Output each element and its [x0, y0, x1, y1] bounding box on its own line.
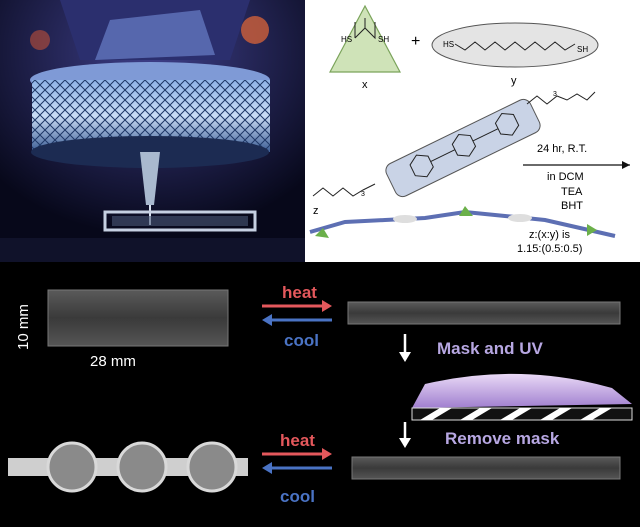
- spacer-subscript-right: 3: [553, 91, 557, 98]
- uv-mask-shape: [412, 373, 632, 408]
- condition-time: 24 hr, R.T.: [537, 143, 587, 155]
- condition-base: TEA: [561, 186, 583, 198]
- mesogen-box: [385, 98, 541, 198]
- heat-label-bottom: heat: [280, 431, 315, 450]
- film-original: [47, 289, 229, 347]
- synthesis-scheme: HS SH x + HS SH y 3 3 z 24 hr, R.T. in D…: [305, 0, 640, 262]
- film-bumpy: [8, 441, 248, 493]
- film-patterned: [351, 456, 621, 480]
- condition-solvent: in DCM: [547, 171, 584, 183]
- monomer-y-label: y: [511, 75, 517, 87]
- cool-label-top: cool: [284, 331, 319, 350]
- thiol-label-left: HS: [341, 35, 352, 44]
- mask-uv-label: Mask and UV: [437, 339, 543, 358]
- film-elongated: [347, 301, 621, 325]
- dithiol-ellipse: [431, 22, 599, 68]
- condition-inhibitor: BHT: [561, 200, 583, 212]
- heat-label-top: heat: [282, 283, 317, 302]
- plus-sign: +: [411, 33, 420, 50]
- thiol-label-right: SH: [378, 35, 389, 44]
- remove-mask-label: Remove mask: [445, 429, 560, 448]
- ratio-line-1: z:(x:y) is: [529, 229, 570, 241]
- cool-label-bottom: cool: [280, 487, 315, 506]
- printer-photo: [0, 0, 305, 262]
- dithiol-label-left: HS: [443, 40, 454, 49]
- spacer-subscript-left: 3: [361, 191, 365, 198]
- dithiol-label-right: SH: [577, 45, 588, 54]
- dim-height-label: 10 mm: [15, 304, 32, 350]
- scheme-drawing: HS SH x + HS SH y 3 3 z 24 hr, R.T. in D…: [309, 4, 630, 255]
- ratio-line-2: 1.15:(0.5:0.5): [517, 243, 582, 255]
- monomer-x-label: x: [362, 79, 368, 91]
- dim-width-label: 28 mm: [90, 353, 136, 370]
- crosslinker-triangle: [329, 4, 401, 73]
- monomer-z-label: z: [313, 205, 319, 217]
- demo-drawing: 10 mm 28 mm heat cool Mask and UV Remove…: [8, 283, 633, 506]
- shape-change-demo: 10 mm 28 mm heat cool Mask and UV Remove…: [0, 262, 640, 527]
- printer-photo-illustration: [0, 0, 305, 262]
